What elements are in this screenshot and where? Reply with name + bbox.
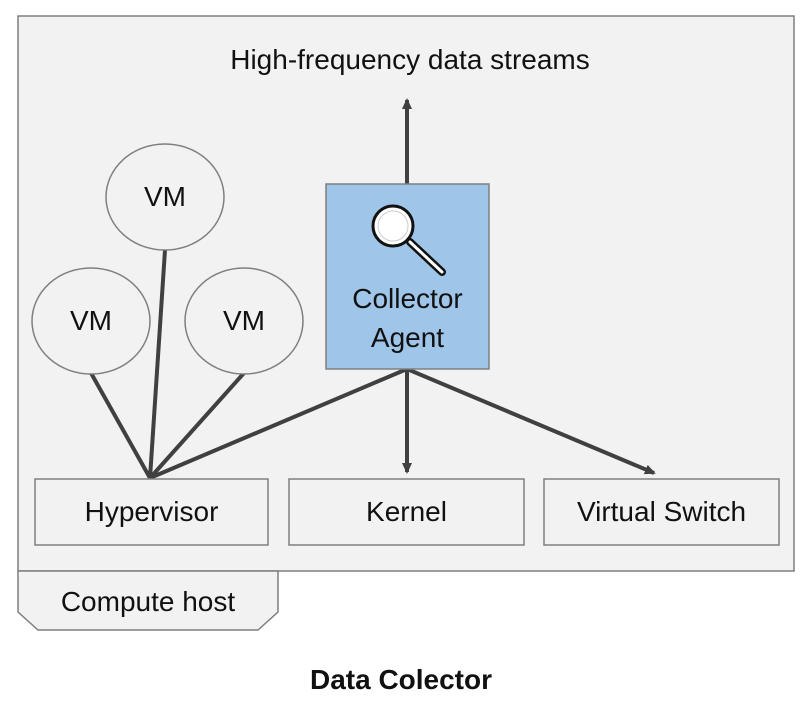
virtual-switch-box [543, 478, 780, 546]
collector-to-vswitch-arrow [406, 367, 656, 475]
vm-left-node [31, 267, 151, 375]
collector-to-hypervisor-connector [149, 367, 408, 480]
compute-host-tab [17, 570, 279, 631]
hypervisor-label: Hypervisor [84, 496, 219, 527]
vm-top-connector [148, 249, 167, 479]
vm-right-node [184, 267, 304, 375]
vm-right-label: VM [223, 305, 265, 336]
magnifier-icon [371, 204, 446, 276]
virtual-switch-label: Virtual Switch [576, 496, 747, 527]
hypervisor-box [34, 478, 269, 546]
vm-left-label: VM [70, 305, 112, 336]
kernel-label: Kernel [366, 496, 447, 527]
vm-top-label: VM [144, 181, 186, 212]
vm-left-connector [89, 372, 152, 479]
kernel-box [288, 478, 525, 546]
vm-right-connector [148, 371, 246, 480]
compute-host-label: Compute host [60, 586, 236, 617]
diagram-caption: Data Colector [309, 664, 493, 695]
top-label: High-frequency data streams [230, 44, 590, 75]
vm-top-node [105, 143, 225, 251]
collector-label-line1: Collector [352, 283, 463, 314]
collector-label-line2: Agent [370, 322, 445, 353]
